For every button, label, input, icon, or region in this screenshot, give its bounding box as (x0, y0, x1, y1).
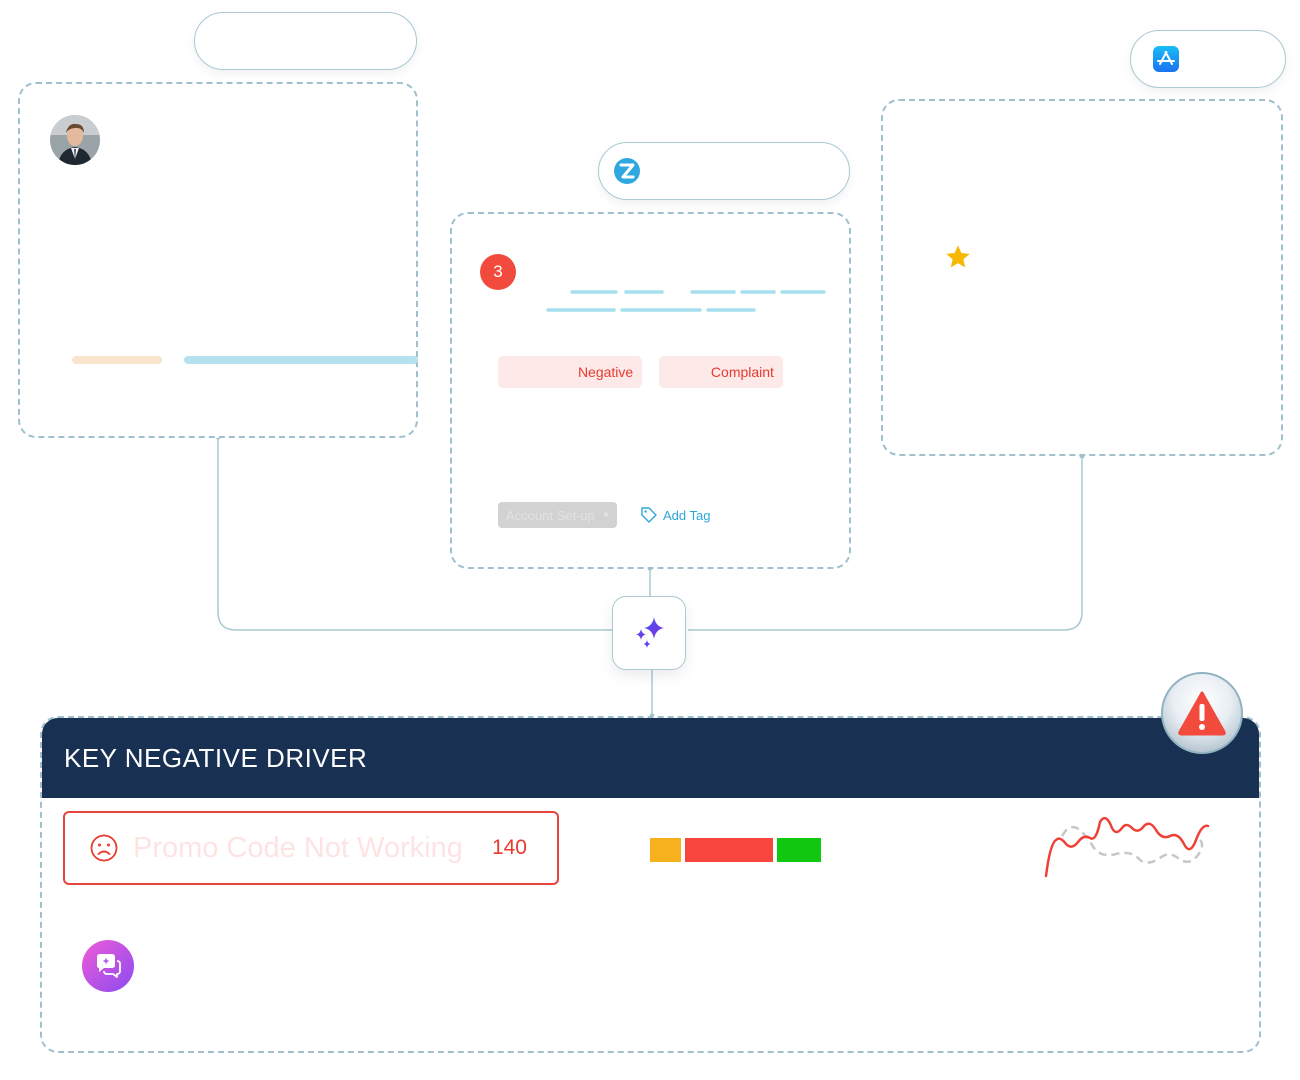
driver-row[interactable]: Promo Code Not Working 140 (63, 811, 559, 885)
panel-header: KEY NEGATIVE DRIVER (42, 718, 1259, 798)
chip-label: Account Set-up (506, 507, 595, 523)
chip-remove-button[interactable]: × (602, 509, 610, 521)
trend-sparkline (1044, 816, 1210, 878)
intent-tag-value: Complaint (710, 364, 774, 380)
tag-icon (641, 507, 657, 523)
zendesk-icon (613, 157, 641, 190)
zendesk-source-pill (598, 142, 850, 200)
account-setup-chip: Account Set-up × (498, 502, 618, 528)
sentiment-segment-positive (777, 838, 821, 862)
intent-tag-key: Intent: (668, 364, 707, 380)
app-store-icon (1153, 46, 1179, 77)
ticket-card: 3 Sentiment: Negative Intent: Complaint … (450, 212, 851, 569)
sentiment-tag: Sentiment: Negative (498, 356, 643, 388)
key-negative-driver-panel: KEY NEGATIVE DRIVER Promo Code Not Worki… (40, 716, 1261, 1053)
panel-title: KEY NEGATIVE DRIVER (64, 742, 368, 773)
text-placeholder-bar-short (72, 356, 162, 364)
left-source-pill (194, 12, 417, 70)
warning-icon (1178, 691, 1226, 736)
sentiment-segment-neutral (650, 838, 681, 862)
sentiment-tag-value: Negative (577, 364, 634, 380)
review-card (881, 99, 1283, 456)
ticket-count-badge: 3 (480, 254, 516, 290)
sentiment-segment-negative (685, 838, 773, 862)
add-tag-button[interactable]: Add Tag (640, 506, 710, 524)
customer-message-card (18, 82, 418, 438)
sparkle-icon (636, 617, 664, 648)
person-avatar (50, 115, 100, 165)
text-placeholder-bar-long (184, 356, 418, 364)
driver-name: Promo Code Not Working (133, 831, 463, 864)
app-store-source-pill (1130, 30, 1286, 88)
intent-tag: Intent: Complaint (659, 356, 783, 388)
sad-face-icon (90, 834, 118, 862)
add-tag-label: Add Tag (663, 507, 711, 523)
ai-chat-icon[interactable] (82, 940, 134, 992)
sentiment-tag-key: Sentiment: (507, 364, 574, 380)
alert-badge (1161, 672, 1243, 754)
driver-count: 140 (491, 836, 527, 859)
ai-hub[interactable] (612, 596, 686, 670)
text-placeholder-lines (546, 290, 826, 312)
star-icon (944, 243, 972, 276)
